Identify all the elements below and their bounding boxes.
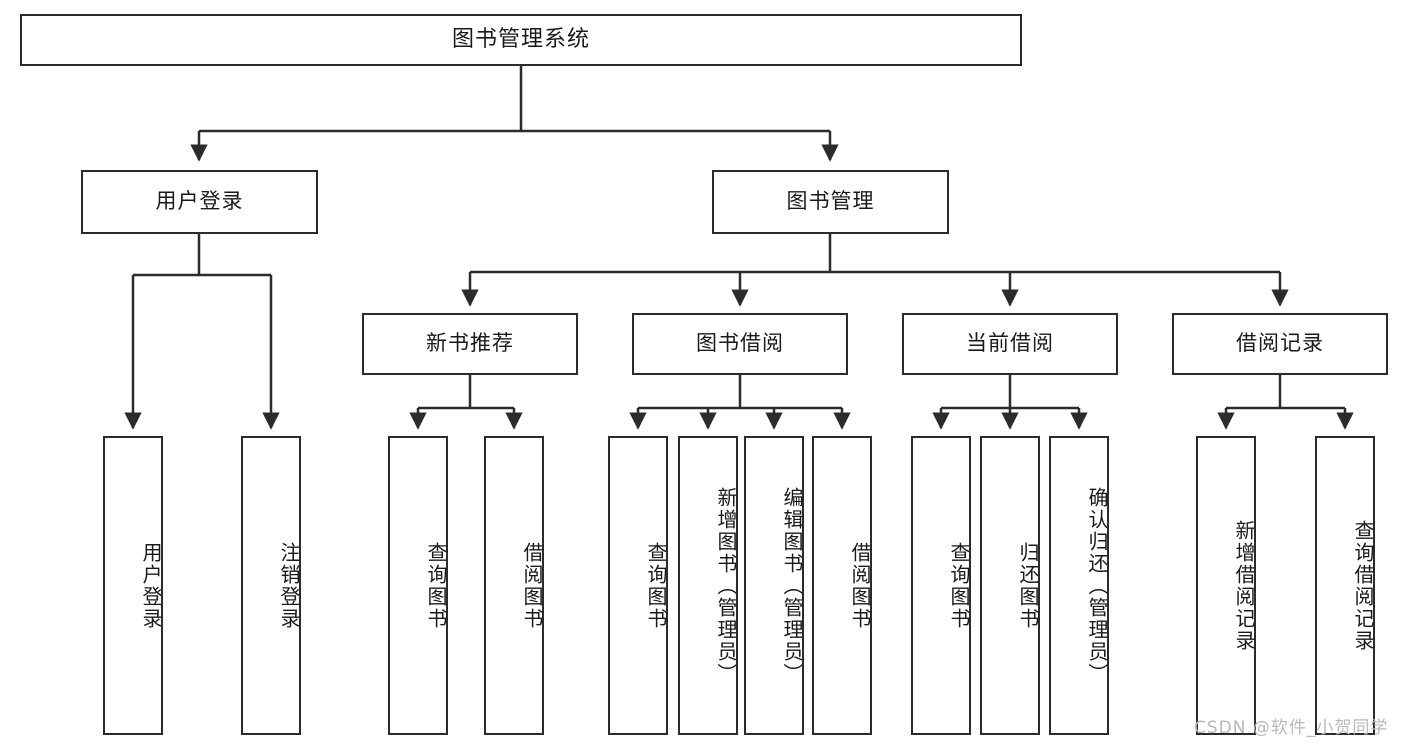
node-label: 查询图书 bbox=[947, 541, 971, 630]
node-book-borrow[interactable]: 图书借阅 bbox=[632, 313, 848, 375]
leaf-logout[interactable]: 注销登录 bbox=[241, 436, 301, 735]
leaf-user-login[interactable]: 用户登录 bbox=[103, 436, 163, 735]
node-label: 图书管理系统 bbox=[451, 26, 590, 52]
node-label: 用户登录 bbox=[155, 189, 244, 214]
leaf-confirm-return-admin[interactable]: 确认归还（管理员） bbox=[1049, 436, 1109, 735]
leaf-add-borrow-record[interactable]: 新增借阅记录 bbox=[1196, 436, 1256, 735]
node-label: 查询图书 bbox=[644, 541, 668, 630]
node-label: 归还图书 bbox=[1016, 541, 1040, 630]
leaf-borrow-book[interactable]: 借阅图书 bbox=[812, 436, 872, 735]
node-label: 查询借阅记录 bbox=[1351, 519, 1375, 652]
node-root-book-management-system[interactable]: 图书管理系统 bbox=[20, 14, 1022, 66]
node-book-management[interactable]: 图书管理 bbox=[712, 170, 949, 234]
node-label: 图书管理 bbox=[786, 189, 875, 214]
node-new-book-recommend[interactable]: 新书推荐 bbox=[362, 313, 578, 375]
node-label: 确认归还（管理员） bbox=[1085, 486, 1109, 685]
leaf-query-borrow-record[interactable]: 查询借阅记录 bbox=[1315, 436, 1375, 735]
node-label: 借阅图书 bbox=[848, 541, 872, 630]
watermark-csdn: CSDN @软件_小贺同学 bbox=[1194, 718, 1389, 738]
node-label: 借阅图书 bbox=[520, 541, 544, 630]
node-label: 新书推荐 bbox=[426, 331, 514, 356]
leaf-add-book-admin[interactable]: 新增图书（管理员） bbox=[678, 436, 738, 735]
node-label: 注销登录 bbox=[277, 541, 301, 630]
node-label: 当前借阅 bbox=[966, 331, 1054, 356]
leaf-return-book[interactable]: 归还图书 bbox=[980, 436, 1040, 735]
node-label: 用户登录 bbox=[139, 541, 163, 630]
leaf-query-book-borrow[interactable]: 查询图书 bbox=[608, 436, 668, 735]
node-user-login[interactable]: 用户登录 bbox=[81, 170, 318, 234]
node-label: 新增图书（管理员） bbox=[714, 486, 738, 685]
node-label: 借阅记录 bbox=[1236, 331, 1324, 356]
leaf-borrow-book-recommend[interactable]: 借阅图书 bbox=[484, 436, 544, 735]
node-borrow-record[interactable]: 借阅记录 bbox=[1172, 313, 1388, 375]
node-label: 编辑图书（管理员） bbox=[780, 486, 804, 685]
leaf-query-book-current[interactable]: 查询图书 bbox=[911, 436, 971, 735]
node-label: 新增借阅记录 bbox=[1232, 519, 1256, 652]
leaf-edit-book-admin[interactable]: 编辑图书（管理员） bbox=[744, 436, 804, 735]
leaf-query-book-recommend[interactable]: 查询图书 bbox=[388, 436, 448, 735]
node-label: 查询图书 bbox=[424, 541, 448, 630]
node-current-borrow[interactable]: 当前借阅 bbox=[902, 313, 1118, 375]
node-label: 图书借阅 bbox=[696, 331, 784, 356]
